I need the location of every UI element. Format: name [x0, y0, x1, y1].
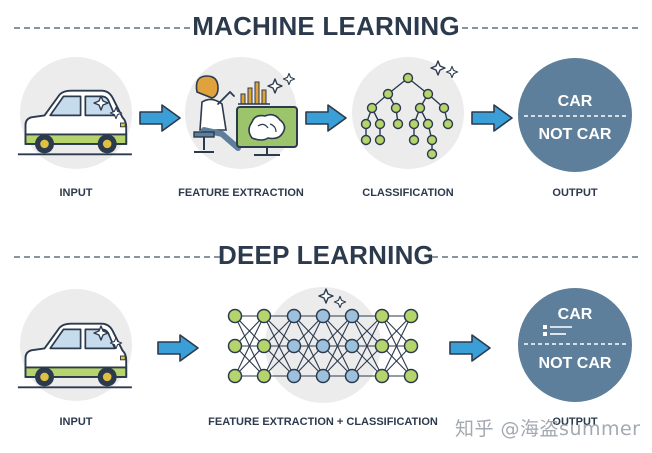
dl-output-circle [518, 288, 632, 402]
dl-rule-right [432, 256, 638, 258]
ml-label-input: INPUT [59, 187, 93, 199]
network-edge [381, 315, 412, 377]
network-node [344, 338, 360, 354]
network-node [315, 368, 331, 384]
network-node [286, 308, 302, 324]
arrow-right-icon [305, 104, 347, 132]
neural-network-icon [227, 308, 419, 384]
ml-output-car: CAR [558, 93, 593, 110]
ml-output-circle [518, 58, 632, 172]
network-node [286, 338, 302, 354]
network-node [227, 308, 243, 324]
network-node [315, 338, 331, 354]
brain-monitor-icon [236, 106, 298, 156]
network-node [256, 308, 272, 324]
person-laptop-icon [193, 75, 241, 153]
dl-label-output: OUTPUT [552, 416, 598, 428]
network-node [227, 338, 243, 354]
dl-label-feature-extraction-classification: FEATURE EXTRACTION + CLASSIFICATION [208, 416, 438, 428]
network-node [227, 368, 243, 384]
ml-label-classification: CLASSIFICATION [362, 187, 454, 199]
tree-icon [360, 72, 454, 160]
network-node [286, 368, 302, 384]
network-node [403, 308, 419, 324]
dl-output-car: CAR [558, 306, 593, 323]
network-edge [234, 315, 265, 377]
network-node [374, 368, 390, 384]
list-icon [543, 325, 572, 336]
network-node [374, 308, 390, 324]
dl-label-input: INPUT [59, 416, 93, 428]
dl-rule-left [14, 256, 220, 258]
ml-rule-right [462, 27, 638, 29]
arrow-right-icon [139, 104, 181, 132]
network-edge [351, 315, 383, 377]
ml-title: MACHINE LEARNING [192, 11, 460, 41]
ml-label-feature-extraction: FEATURE EXTRACTION [178, 187, 304, 199]
network-node [403, 338, 419, 354]
ml-output-not-car: NOT CAR [539, 126, 612, 143]
arrow-right-icon [157, 334, 199, 362]
arrow-right-icon [449, 334, 491, 362]
network-node [256, 368, 272, 384]
bar-chart-icon [238, 81, 270, 105]
network-node [403, 368, 419, 384]
network-edge [263, 315, 295, 377]
network-node [344, 308, 360, 324]
watermark: 知乎 @海盗summer [455, 418, 641, 440]
dl-output-not-car: NOT CAR [539, 355, 612, 372]
network-node [315, 308, 331, 324]
network-edge [322, 315, 353, 377]
ml-label-output: OUTPUT [552, 187, 598, 199]
network-node [256, 338, 272, 354]
network-node [374, 338, 390, 354]
arrow-right-icon [471, 104, 513, 132]
ml-rule-left [14, 27, 190, 29]
dl-title: DEEP LEARNING [218, 240, 434, 270]
network-node [344, 368, 360, 384]
network-edge [293, 315, 324, 377]
